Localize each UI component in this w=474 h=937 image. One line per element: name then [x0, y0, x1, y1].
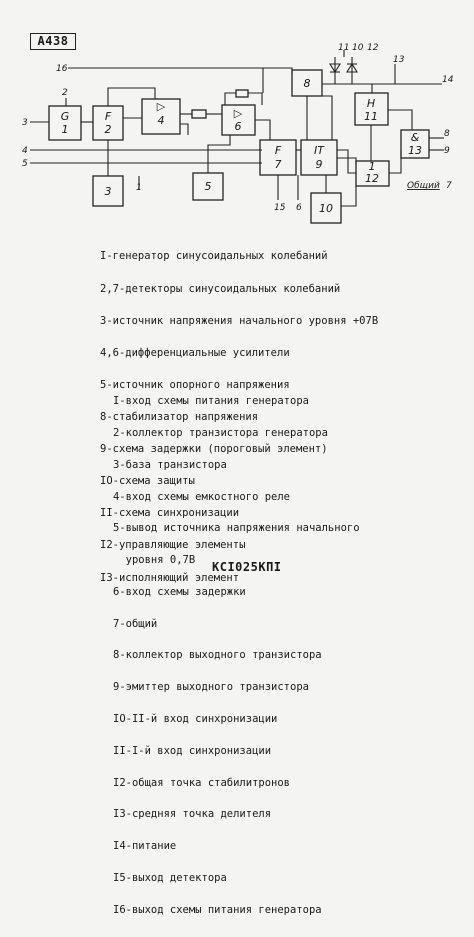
schematic-sheet: А438	[22, 33, 454, 915]
pin-line: I3-средняя точка делителя	[113, 808, 272, 821]
block-13	[400, 129, 430, 159]
pin-line: 6-вход схемы задержки	[113, 585, 246, 598]
block-8-num: 8	[304, 77, 311, 90]
common-note: Общий	[407, 181, 440, 191]
legend-line: 9-схема задержки (пороговый элемент)	[100, 443, 328, 456]
pin-label-16: 16	[56, 64, 68, 74]
pin-legend: I-вход схемы питания генератора 2-коллек…	[113, 375, 360, 936]
block-1-symbol: G	[61, 110, 70, 123]
pin-line: 8-коллектор выходного транзистора	[113, 649, 322, 662]
pin-label-9: 9	[444, 146, 450, 156]
block-6-num: 6	[235, 120, 242, 133]
pin-line: 2-коллектор транзистора генератора	[113, 426, 328, 439]
document-code: КСI025КПI	[212, 560, 282, 574]
pin-label-2: 2	[62, 88, 68, 98]
legend-line: 3-источник напряжения начального уровня …	[100, 314, 379, 327]
block-9-num: 9	[316, 158, 323, 171]
block-legend: I-генератор синусоидальных колебаний 2,7…	[100, 230, 378, 605]
pin-label-6: 6	[296, 203, 302, 213]
pin-label-8: 8	[444, 129, 450, 139]
legend-line: I3-исполняющий элемент	[100, 571, 240, 584]
block-9-symbol: IT	[314, 144, 325, 157]
pin-label-10: 10	[352, 43, 364, 53]
block-diagram: G 1 F 2 3 ▷ 4 5 ▷ 6 F 7 8 IT 9 10 H 11 1…	[22, 43, 454, 224]
pin-label-1: 1	[136, 183, 142, 193]
legend-line: 2,7-детекторы синусоидальных колебаний	[100, 282, 341, 295]
document-tag: А438	[30, 33, 76, 50]
legend-line: I-генератор синусоидальных колебаний	[100, 250, 328, 263]
pin-label-3: 3	[22, 118, 28, 128]
pin-line: уровня 0,7В	[113, 554, 196, 567]
legend-line: I2-управляющие элементы	[100, 539, 246, 552]
pin-label-4: 4	[22, 146, 28, 156]
pin-label-14: 14	[442, 75, 454, 85]
pin-line: 5-вывод источника напряжения начального	[113, 522, 360, 535]
legend-line: IO-схема защиты	[100, 475, 195, 488]
pin-label-5: 5	[22, 159, 28, 169]
pin-line: IO-II-й вход синхронизации	[113, 713, 278, 725]
block-2-num: 2	[105, 123, 112, 136]
block-7-symbol: F	[275, 144, 282, 157]
pin-label-12: 12	[367, 43, 379, 53]
block-5-num: 5	[205, 180, 212, 193]
common-note-pin: 7	[446, 181, 452, 191]
block-4-num: 4	[158, 114, 165, 127]
pin-label-15: 15	[274, 203, 286, 213]
legend-line: 4,6-дифференциальные усилители	[100, 346, 290, 359]
pin-line: I-вход схемы питания генератора	[113, 395, 309, 408]
pin-label-13: 13	[393, 55, 405, 65]
legend-line: 8-стабилизатор напряжения	[100, 410, 259, 423]
block-13-num: 13	[408, 144, 422, 157]
legend-line: 5-источник опорного напряжения	[100, 378, 290, 391]
pin-line: 4-вход схемы емкостного реле	[113, 490, 291, 503]
block-2-symbol: F	[105, 110, 112, 123]
block-12-symbol: 1	[369, 160, 376, 173]
block-1	[48, 105, 82, 141]
pin-line: I5-выход детектора	[113, 871, 227, 884]
block-13-symbol: &	[411, 131, 420, 144]
block-11-num: 11	[364, 110, 378, 123]
pin-line: I2-общая точка стабилитронов	[113, 776, 291, 789]
block-11-symbol: H	[367, 97, 375, 110]
pin-line: 3-база транзистора	[113, 458, 227, 471]
pin-line: II-I-й вход синхронизации	[113, 744, 272, 757]
block-10-num: 10	[319, 202, 333, 215]
block-4-symbol: ▷	[157, 100, 166, 113]
pin-line: I4-питание	[113, 840, 177, 853]
block-3-num: 3	[105, 185, 112, 198]
block-1-num: 1	[62, 123, 69, 136]
pin-label-11: 11	[338, 43, 349, 53]
pin-line: 9-эмиттер выходного транзистора	[113, 681, 309, 694]
pin-line: I6-выход схемы питания генератора	[113, 903, 322, 916]
block-12-num: 12	[365, 172, 379, 185]
block-7-num: 7	[275, 158, 282, 171]
legend-line: II-схема синхронизации	[100, 507, 240, 520]
block-6-symbol: ▷	[234, 107, 243, 120]
pin-line: 7-общий	[113, 617, 158, 630]
block-4	[141, 98, 181, 135]
